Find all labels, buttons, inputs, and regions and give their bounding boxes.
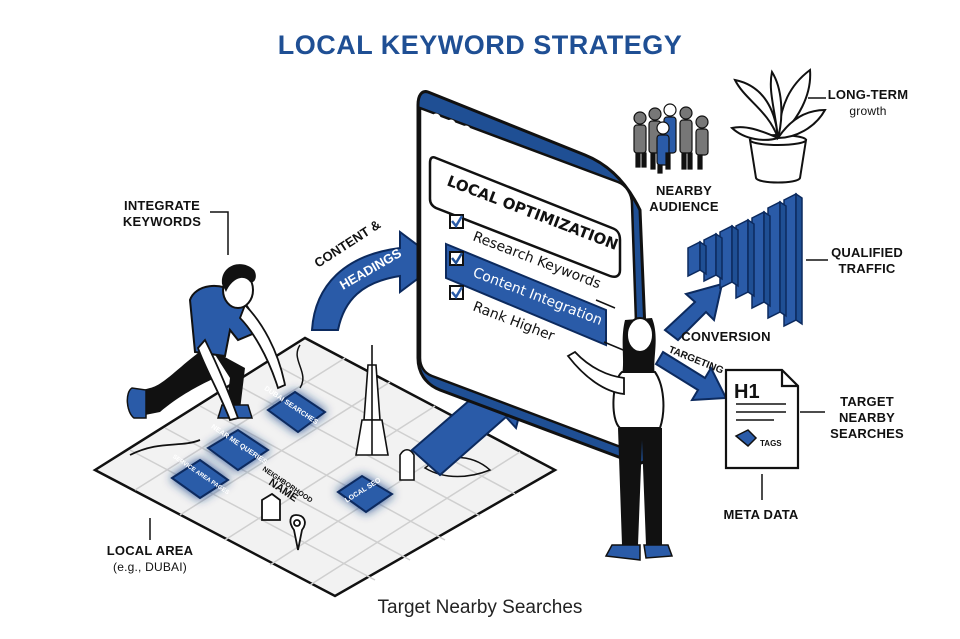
local-area-label: LOCAL AREA (e.g., DUBAI) <box>92 543 208 575</box>
targeting-arrow <box>654 350 728 402</box>
local-area-example: (e.g., DUBAI) <box>113 560 187 574</box>
conversion-arrow <box>663 282 724 342</box>
map-tile-dubai[interactable] <box>266 390 327 434</box>
document-heading: H1 <box>734 381 760 403</box>
qualified-traffic-label: QUALIFIED TRAFFIC <box>831 245 903 276</box>
people-group-icon <box>633 103 709 174</box>
woman-figure <box>566 317 674 561</box>
bar-chart-icon <box>687 192 803 328</box>
man-figure <box>126 264 287 422</box>
long-term-label: LONG-TERM growth <box>818 87 918 119</box>
integrate-keywords-label: INTEGRATE KEYWORDS <box>122 198 202 229</box>
document-icon <box>724 368 800 470</box>
callout-lines <box>149 97 828 540</box>
long-term-sub: growth <box>849 104 887 118</box>
map-tile-service-area[interactable] <box>170 458 230 500</box>
target-nearby-searches-label: TARGET NEARBY SEARCHES <box>830 394 904 441</box>
plant-icon <box>729 68 827 184</box>
map-tile-near-me[interactable] <box>206 428 270 472</box>
long-term-title: LONG-TERM <box>827 87 909 102</box>
local-area-title: LOCAL AREA <box>106 543 194 558</box>
meta-data-label: META DATA <box>723 507 799 522</box>
building-icon <box>399 448 415 481</box>
page-title: LOCAL KEYWORD STRATEGY <box>277 30 683 60</box>
footer-caption: Target Nearby Searches <box>377 597 583 618</box>
document-tags: TAGS <box>760 439 782 448</box>
tower-icon <box>355 345 389 456</box>
map-pin-icon <box>261 492 306 551</box>
check-icon <box>449 214 464 300</box>
conversion-label: CONVERSION <box>681 329 771 344</box>
nearby-audience-label: NEARBY AUDIENCE <box>649 183 719 214</box>
map-tile-local-seo[interactable] <box>336 474 394 514</box>
